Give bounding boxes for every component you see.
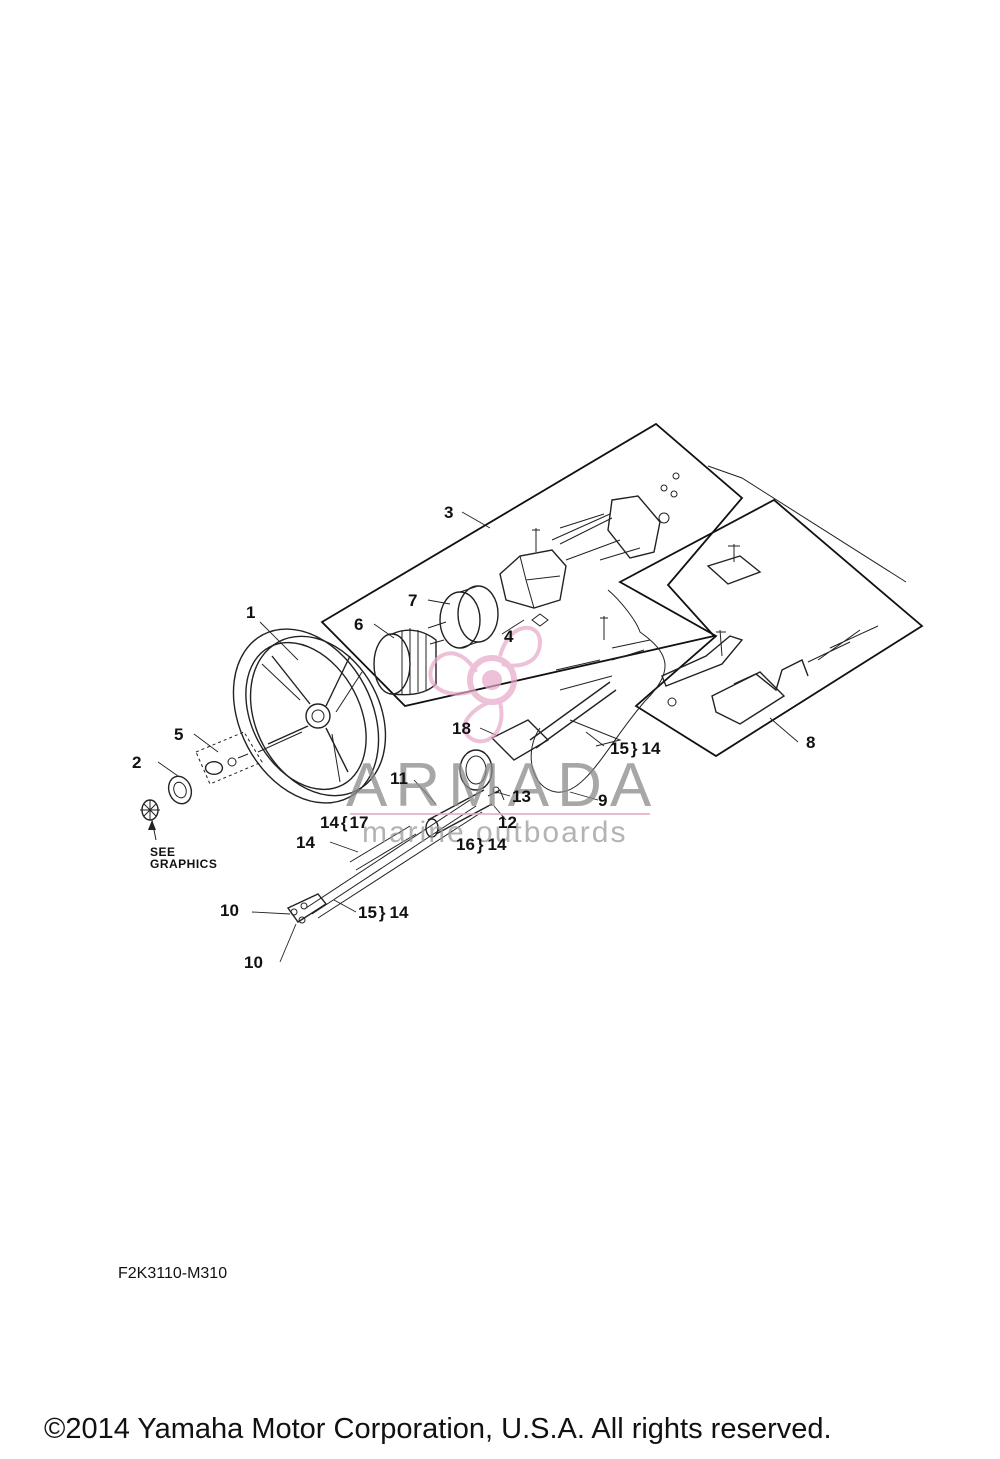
control-cables — [286, 799, 483, 924]
callout-13: 13 — [512, 787, 531, 806]
callout-5: 5 — [174, 725, 183, 744]
callout-10a: 10 — [220, 901, 239, 920]
callout-14d: 14 — [488, 835, 507, 854]
callout-2: 2 — [132, 753, 141, 772]
watermark-tagline: marine outboards — [362, 816, 627, 849]
callout-6: 6 — [354, 615, 363, 634]
callout-14b: 14 — [320, 813, 339, 832]
assembly-3-frame — [320, 422, 744, 707]
see-graphics-line2: GRAPHICS — [150, 857, 217, 871]
sleeve-clamp-parts — [425, 719, 550, 838]
callout-11: 11 — [390, 769, 408, 788]
callout-3: 3 — [444, 503, 453, 522]
callout-12: 12 — [498, 813, 517, 832]
callout-15b: 15 — [358, 903, 377, 922]
callout-9: 9 — [598, 791, 607, 810]
watermark-brand: ARMADA — [346, 751, 659, 820]
callout-8: 8 — [806, 733, 815, 752]
copyright-line: ©2014 Yamaha Motor Corporation, U.S.A. A… — [44, 1413, 832, 1445]
see-graphics-line1: SEE — [150, 845, 176, 859]
callout-brace: } — [379, 903, 386, 922]
housing-ring-part — [427, 585, 499, 649]
callout-brace: { — [341, 813, 348, 832]
callout-7: 7 — [408, 591, 417, 610]
actuator-part — [600, 544, 879, 725]
leader-lines — [157, 511, 799, 963]
helm-unit-part — [499, 472, 680, 627]
callout-16-14: 16}14 — [456, 835, 507, 854]
callout-17: 17 — [350, 813, 369, 832]
center-cap-part — [140, 775, 193, 841]
callout-brace: } — [477, 835, 484, 854]
callout-14e: 14 — [390, 903, 409, 922]
callout-15a: 15 — [610, 739, 629, 758]
cable-routing — [529, 589, 666, 793]
callout-1: 1 — [246, 603, 255, 622]
hub-fastener-set — [195, 731, 263, 785]
callout-18: 18 — [452, 719, 471, 738]
watermark-logo — [428, 625, 543, 744]
callout-4: 4 — [504, 627, 514, 646]
harness-outline — [707, 465, 907, 583]
callout-10b: 10 — [244, 953, 263, 972]
callout-15-14-upper: 15}14 — [610, 739, 661, 758]
callout-16: 16 — [456, 835, 475, 854]
callout-brace: } — [631, 739, 638, 758]
steering-wheel-part — [232, 628, 387, 804]
callout-14a: 14 — [642, 739, 661, 758]
assembly-8-frame — [618, 498, 924, 758]
callout-14-17: 14{17 — [320, 813, 368, 832]
callout-14-left: 14 — [296, 833, 315, 852]
diagram-code: F2K3110-M310 — [118, 1265, 227, 1282]
callout-15-14-lower: 15}14 — [358, 903, 409, 922]
